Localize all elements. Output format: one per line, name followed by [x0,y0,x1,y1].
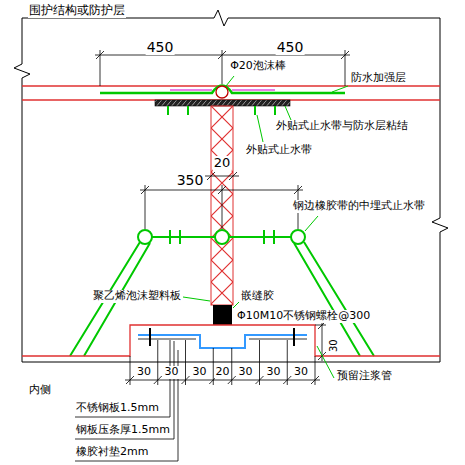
dimension-label: 30 [328,338,340,353]
dimension-label: 350 [176,172,205,188]
callout-label: 外贴式止水带 [245,144,313,157]
callout-label: 嵌缝胶 [240,290,275,303]
embedded-waterstop [70,230,374,356]
inner-surface [22,325,440,356]
callout-label: 橡胶衬垫2mm [75,446,149,459]
callout-label: 钢板压条厚1.5mm [75,424,171,437]
protective-layer [22,86,440,100]
dimension-label: 30 [238,366,254,379]
callout-label: 外贴式止水带与防水层粘结 [275,120,409,133]
sealant-block [213,305,232,325]
callout-label: 钢边橡胶带的中埋式止水带 [292,200,426,213]
leader-lines [75,340,178,461]
dimension-label: 30 [136,366,152,379]
structure-outline [14,10,448,362]
callout-label: 围护结构或防护层 [28,4,126,18]
foam-rod [216,86,228,98]
dimension-lines [95,50,350,385]
bolt [150,328,294,346]
dimension-label: 450 [146,39,175,55]
callout-label: Φ20泡沫棒 [229,60,287,73]
callout-label: 预留注浆管 [336,370,393,383]
dimension-label: 30 [293,366,309,379]
stainless-plate [138,335,307,348]
callout-label: Φ10M10不锈钢螺栓@300 [236,310,371,323]
callout-label: 内侧 [28,384,52,397]
pressing-strip [138,338,307,339]
dimension-label: 30 [265,366,281,379]
dimension-label: 30 [164,366,180,379]
dimension-label: 450 [276,39,305,55]
dimension-label: 20 [213,156,232,171]
dimension-label: 20 [215,366,231,379]
dimension-label: 30 [191,366,207,379]
external-waterstop [155,100,290,106]
callout-label: 防水加强层 [350,72,407,85]
callout-label: 聚乙烯泡沫塑料板 [92,290,182,303]
callout-label: 不锈钢板1.5mm [75,402,160,415]
